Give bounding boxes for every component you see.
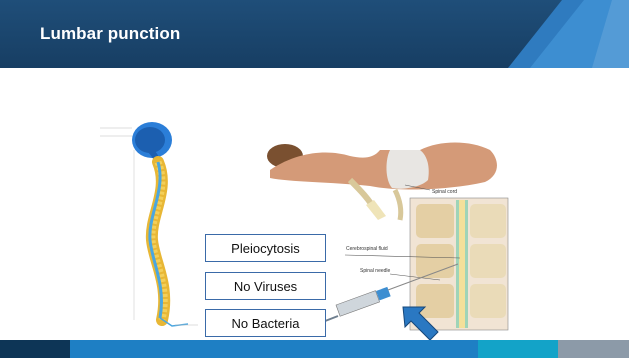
no-bacteria-box[interactable]: No Bacteria (205, 309, 326, 337)
footer-segment-blue (70, 340, 478, 358)
pleiocytosis-box[interactable]: Pleiocytosis (205, 234, 326, 262)
footer-segment-teal (478, 340, 558, 358)
label-spinal-cord: Spinal cord (432, 189, 457, 195)
footer-segment-dark (0, 340, 70, 358)
label-spinal-needle: Spinal needle (360, 268, 391, 274)
footer-segment-gray (558, 340, 629, 358)
no-viruses-box[interactable]: No Viruses (205, 272, 326, 300)
slide-footer (0, 340, 629, 358)
spine-figure (100, 122, 198, 326)
spine-cross-section: Cerebrospinal fluid Spinal needle (345, 198, 508, 330)
label-csf: Cerebrospinal fluid (346, 246, 388, 252)
